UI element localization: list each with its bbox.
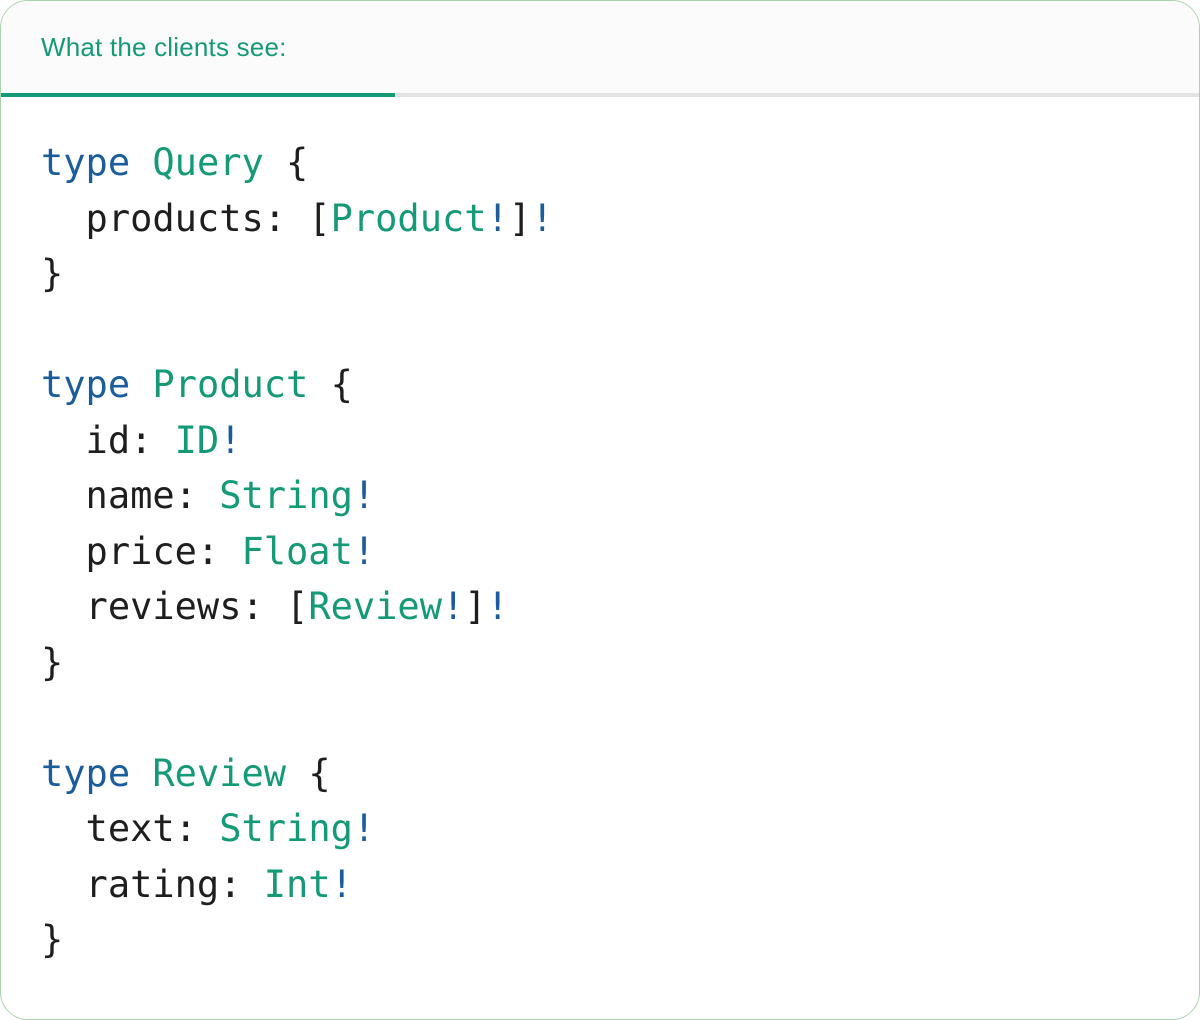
code-line: } bbox=[41, 640, 64, 684]
code-line: products: [Product!]! bbox=[41, 196, 554, 240]
graphql-schema-code: type Query { products: [Product!]!} type… bbox=[1, 97, 1199, 968]
code-line: price: Float! bbox=[41, 529, 376, 573]
code-line: } bbox=[41, 918, 64, 961]
code-line: id: ID! bbox=[41, 418, 242, 462]
tab-what-the-clients-see[interactable]: What the clients see: bbox=[1, 1, 287, 93]
code-line bbox=[41, 690, 1159, 746]
code-line: type Review { bbox=[41, 751, 331, 795]
tab-label: What the clients see: bbox=[41, 31, 287, 62]
code-line: text: String! bbox=[41, 807, 376, 850]
code-line bbox=[41, 302, 1159, 358]
code-line: type Product { bbox=[41, 363, 353, 406]
code-line: type Query { bbox=[41, 141, 309, 184]
code-line: } bbox=[41, 252, 64, 295]
tab-bar: What the clients see: bbox=[1, 1, 1199, 97]
code-line: rating: Int! bbox=[41, 862, 353, 906]
code-line: name: String! bbox=[41, 474, 376, 517]
code-line: reviews: [Review!]! bbox=[41, 585, 509, 628]
active-tab-indicator bbox=[1, 93, 395, 97]
